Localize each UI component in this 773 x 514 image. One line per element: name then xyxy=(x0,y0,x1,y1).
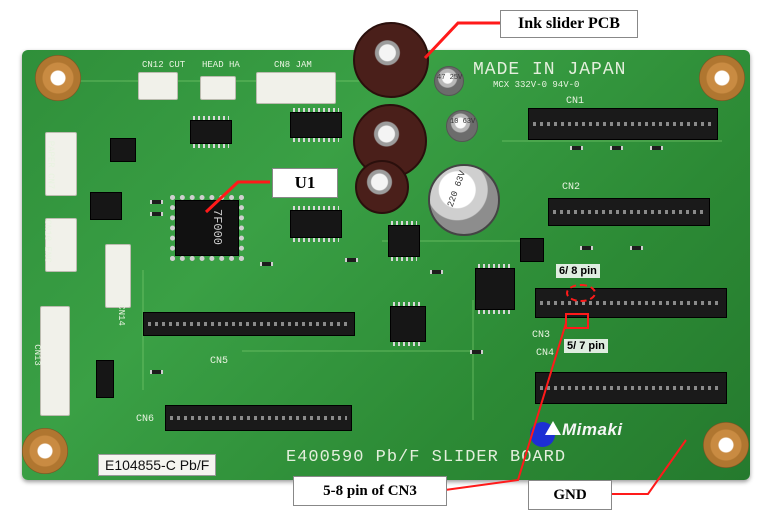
silk-cn12: CN12 CUT xyxy=(142,60,186,70)
connector-cn13 xyxy=(40,306,70,416)
silk-cn1: CN1 xyxy=(566,96,585,107)
aluminium-capacitor xyxy=(428,164,500,236)
mounting-hole-top-right xyxy=(699,55,745,101)
chip-ic xyxy=(110,138,136,162)
annotation-pin-6-8: 6/ 8 pin xyxy=(556,264,600,278)
connector-cn10 xyxy=(45,218,77,272)
annotation-cn3-pins: 5-8 pin of CN3 xyxy=(293,476,447,506)
chip-ic xyxy=(96,360,114,398)
electrolytic-capacitor xyxy=(355,160,409,214)
small-capacitor xyxy=(446,110,478,142)
silk-cn7: PAPER CN7 xyxy=(45,140,56,190)
connector-cn2 xyxy=(548,198,710,226)
silk-cn2: CN2 xyxy=(562,182,581,193)
connector-cn14 xyxy=(105,244,131,308)
pin-5-7-marker xyxy=(565,313,589,329)
chip-ic xyxy=(388,221,420,261)
annotation-pin-5-7: 5/ 7 pin xyxy=(564,339,608,353)
mounting-hole-bottom-left xyxy=(22,428,68,474)
annotation-u1: U1 xyxy=(272,168,338,198)
silk-cn5: CN5 xyxy=(210,356,229,367)
silk-cn14: CN14 xyxy=(115,304,126,326)
connector-cn4 xyxy=(535,372,727,404)
chip-ic xyxy=(90,192,122,220)
connector-cn7 xyxy=(45,132,77,196)
board-name-text: E400590 Pb/F SLIDER BOARD xyxy=(286,448,567,467)
electrolytic-capacitor xyxy=(353,22,429,98)
connector-cn3 xyxy=(535,288,727,318)
silk-cn10: CN10 ENC xyxy=(42,219,53,263)
board-serial: E104855-C Pb/F xyxy=(98,454,217,476)
connector-cn1 xyxy=(528,108,718,140)
mimaki-logo: Mimaki xyxy=(562,420,623,439)
small-capacitor xyxy=(434,66,464,96)
made-in-text: MADE IN JAPAN xyxy=(473,60,627,80)
connector-cn6 xyxy=(165,405,352,431)
chip-ic xyxy=(290,206,342,242)
connector-head xyxy=(200,76,236,100)
chip-u1 xyxy=(170,195,244,261)
pin-6-8-marker xyxy=(566,284,596,302)
silk-cn6: CN6 xyxy=(136,414,155,425)
silk-cn4: CN4 xyxy=(536,348,555,359)
mimaki-logo-icon xyxy=(545,421,561,435)
silk-cn3: CN3 xyxy=(532,330,551,341)
silk-cn13: CN13 xyxy=(31,344,42,366)
mounting-hole-bottom-right xyxy=(703,422,749,468)
mounting-hole-top-left xyxy=(35,55,81,101)
connector-cn12 xyxy=(138,72,178,100)
cap-marking: 47 25V xyxy=(437,74,463,82)
connector-cn8 xyxy=(256,72,336,104)
mcx-text: MCX 332V-0 94V-0 xyxy=(493,80,580,90)
silk-head: HEAD HA xyxy=(202,60,240,70)
chip-ic xyxy=(520,238,544,262)
cap-marking: 10 63V xyxy=(450,118,476,126)
annotation-ink-slider-pcb: Ink slider PCB xyxy=(500,10,638,38)
chip-ic xyxy=(190,116,232,148)
chip-ic xyxy=(390,302,426,346)
chip-marking: 7F000 xyxy=(210,208,225,246)
chip-ic xyxy=(290,108,342,142)
chip-ic xyxy=(475,264,515,314)
annotation-gnd: GND xyxy=(528,480,612,510)
connector-cn5 xyxy=(143,312,355,336)
silk-cn8: CN8 JAM xyxy=(274,60,312,70)
